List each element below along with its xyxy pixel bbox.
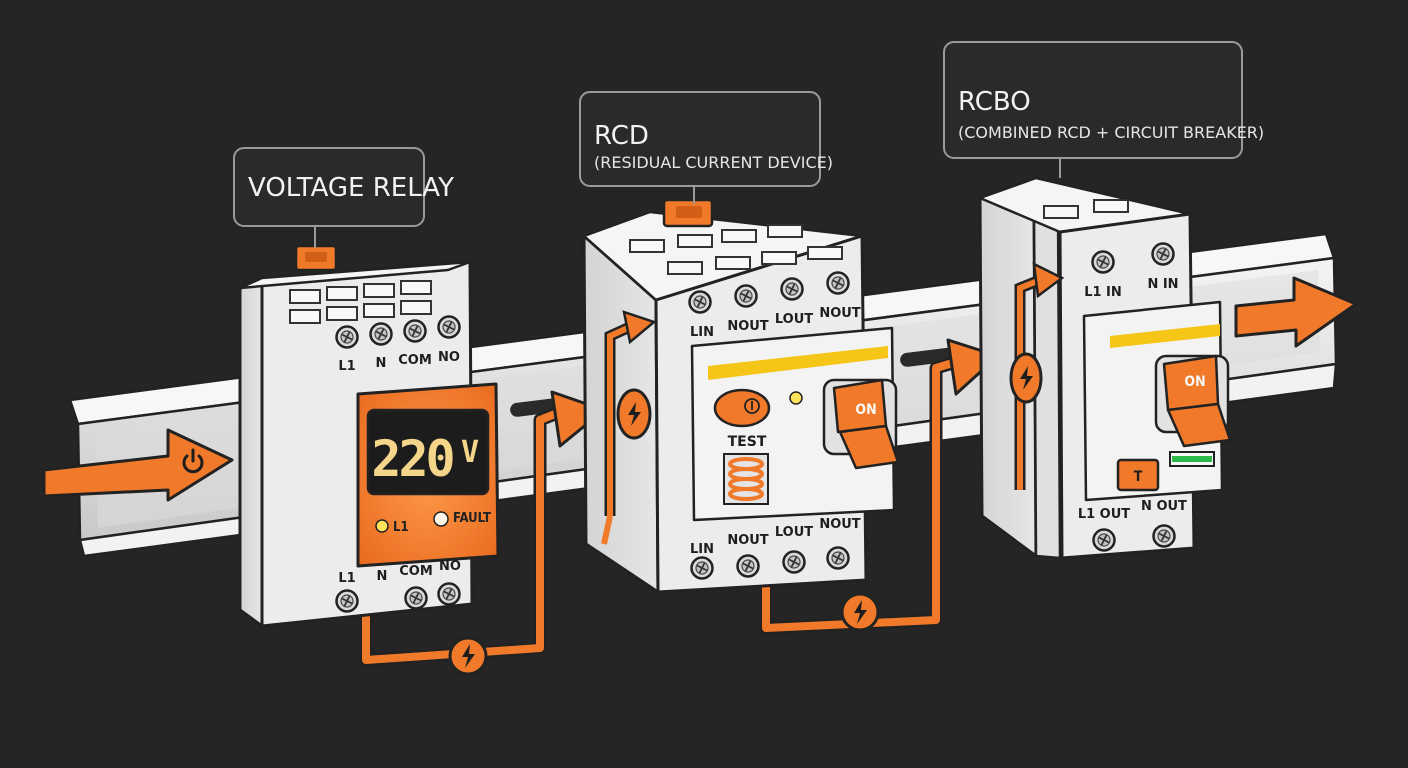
rcbo-test-label: T xyxy=(1134,469,1143,485)
test-button[interactable] xyxy=(713,388,771,428)
voltage-unit: V xyxy=(461,435,479,470)
rcd-bottom-terminal-nout-1: NOUT xyxy=(727,533,768,548)
yellow-strip xyxy=(1110,324,1220,348)
voltage-relay-title: VOLTAGE RELAY xyxy=(248,173,454,203)
rcd-top-terminal-nout-1: NOUT xyxy=(727,319,768,334)
indicator-fault-label: FAULT xyxy=(453,511,491,526)
callout-voltage-relay: VOLTAGE RELAY xyxy=(233,147,454,248)
relay-bottom-terminal-n: N xyxy=(377,569,388,584)
rcd-side-flow xyxy=(601,310,657,545)
status-led xyxy=(789,391,803,405)
rcbo-top-terminal-l1-in: L1 IN xyxy=(1084,285,1122,300)
relay-bottom-terminal-l1: L1 xyxy=(338,571,355,586)
relay-bottom-terminal-no: NO xyxy=(439,559,461,574)
rcd-subtitle: (RESIDUAL CURRENT DEVICE) xyxy=(594,153,833,172)
lightning-bolt-icon xyxy=(448,636,488,676)
rcd-top-terminal-nout-2: NOUT xyxy=(819,306,860,321)
rcd-switch-label: ON xyxy=(855,402,876,418)
indicator-l1-label: L1 xyxy=(393,520,409,535)
rcbo-bottom-terminal-n-out: N OUT xyxy=(1141,499,1187,514)
relay-top-terminal-n: N xyxy=(376,356,387,371)
coil-icon xyxy=(723,453,769,505)
relay-top-terminal-com: COM xyxy=(398,353,432,368)
rcd-bottom-terminal-lin: LIN xyxy=(690,542,714,557)
callout-rcd: RCD (RESIDUAL CURRENT DEVICE) xyxy=(579,91,833,204)
voltage-relay-device: 220 V L1 FAULT L1 N COM NO L1 N COM NO xyxy=(238,244,500,628)
rcd-title: RCD xyxy=(594,121,649,151)
relay-top-terminal-l1: L1 xyxy=(338,359,355,374)
indicator-l1-led xyxy=(375,519,389,533)
rcd-switch-toggle[interactable]: ON xyxy=(822,378,900,470)
voltage-value: 220 xyxy=(371,430,453,488)
rcbo-bottom-terminal-l1-out: L1 OUT xyxy=(1078,507,1130,522)
output-arrow xyxy=(1234,276,1358,348)
rcd-top-terminal-lin: LIN xyxy=(690,325,714,340)
rcbo-side-flow xyxy=(1009,261,1065,490)
yellow-strip xyxy=(708,346,888,380)
rcbo-switch-toggle[interactable]: ON xyxy=(1154,354,1232,448)
lightning-bolt-icon xyxy=(840,592,880,632)
green-indicator xyxy=(1172,456,1212,462)
input-arrow xyxy=(42,428,234,502)
rcbo-switch-label: ON xyxy=(1184,374,1205,390)
rcbo-title: RCBO xyxy=(958,87,1031,117)
rcbo-device: L1 IN N IN ON T L1 OUT N OUT xyxy=(978,176,1232,560)
callout-rcbo: RCBO (COMBINED RCD + CIRCUIT BREAKER) xyxy=(943,41,1264,178)
flow-relay-to-rcd xyxy=(359,390,606,676)
relay-bottom-terminal-com: COM xyxy=(399,564,433,579)
rcbo-subtitle: (COMBINED RCD + CIRCUIT BREAKER) xyxy=(958,123,1264,142)
lightning-bolt-icon xyxy=(1009,352,1043,404)
rcd-bottom-terminal-nout-2: NOUT xyxy=(819,517,860,532)
test-label: TEST xyxy=(728,434,767,450)
rcbo-top-terminal-n-in: N IN xyxy=(1147,277,1178,292)
power-icon xyxy=(182,448,204,474)
voltage-display xyxy=(366,408,490,496)
rcd-bottom-terminal-lout: LOUT xyxy=(775,525,813,540)
lightning-bolt-icon xyxy=(616,388,652,440)
rcd-top-terminal-lout: LOUT xyxy=(775,312,813,327)
rcd-device: LIN NOUT LOUT NOUT TEST xyxy=(582,198,900,594)
rcbo-test-button[interactable]: T xyxy=(1116,458,1160,492)
relay-top-terminal-no: NO xyxy=(438,350,460,365)
indicator-fault-led xyxy=(433,511,449,527)
